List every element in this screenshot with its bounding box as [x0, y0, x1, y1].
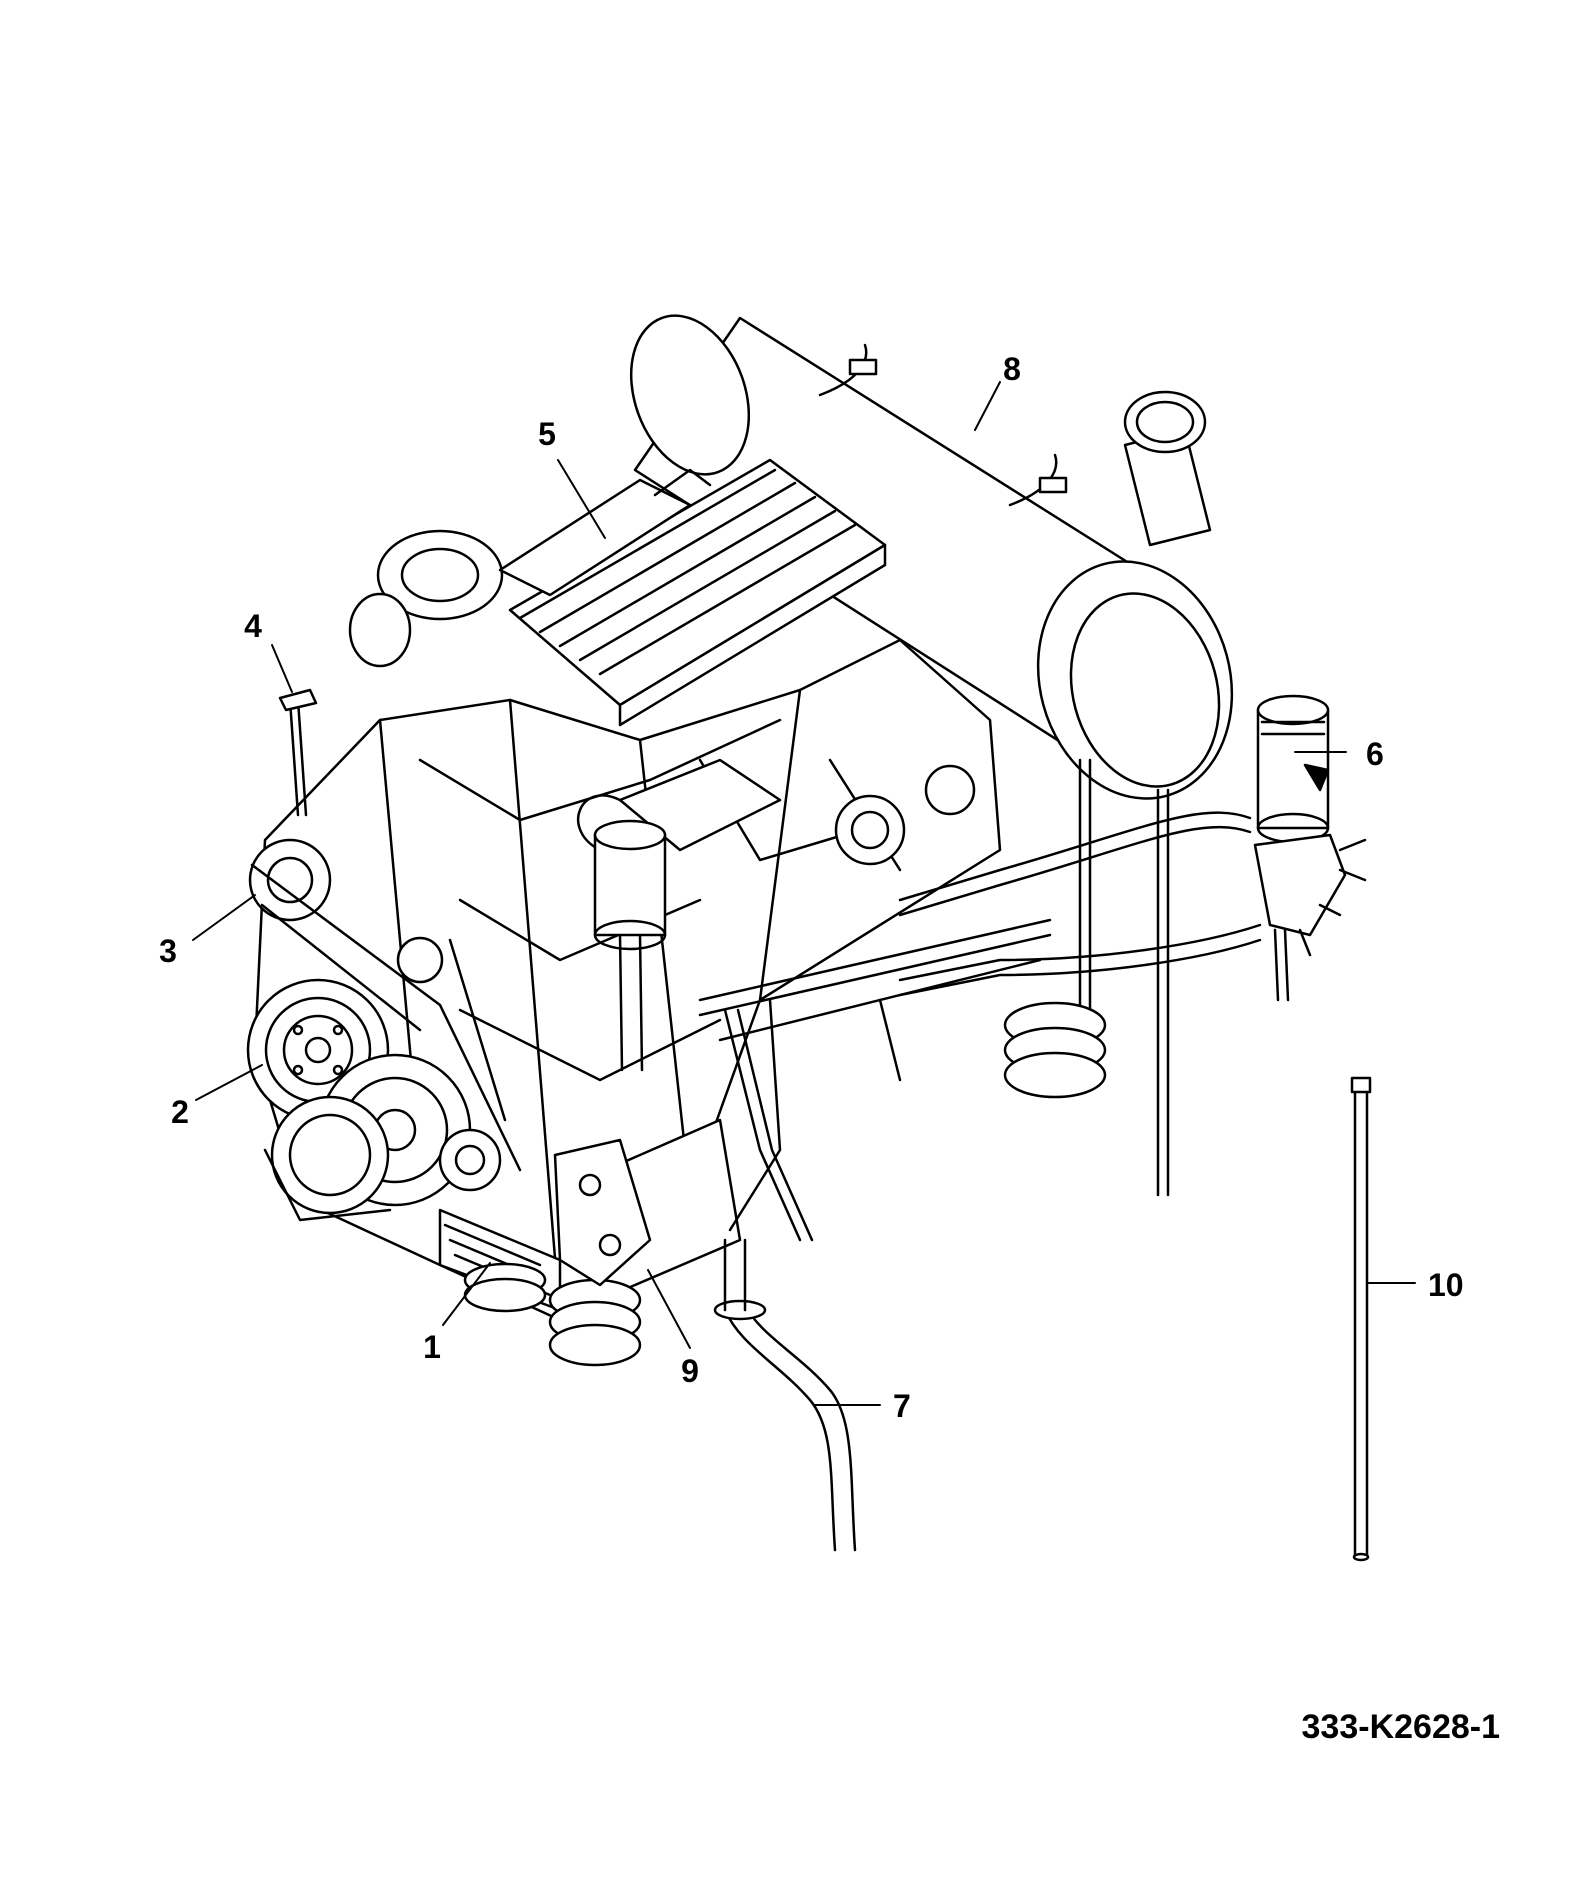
engine-mounts — [548, 1001, 1107, 1367]
callout-8: 8 — [1003, 351, 1021, 387]
remote-filter-assembly — [898, 694, 1367, 1002]
callout-4: 4 — [244, 608, 262, 644]
callout-3: 3 — [159, 933, 177, 969]
oil-dipstick — [278, 688, 318, 817]
exhaust-silencer — [629, 314, 1234, 1197]
callout-10: 10 — [1428, 1267, 1464, 1303]
leader-lines — [192, 381, 1416, 1406]
callout-2: 2 — [171, 1094, 189, 1130]
callout-9: 9 — [681, 1353, 699, 1389]
callout-1: 1 — [423, 1329, 441, 1365]
support-frame — [577, 794, 1052, 1242]
callout-labels: 1 2 3 4 5 6 7 8 9 10 — [159, 351, 1463, 1424]
oil-filter — [593, 819, 667, 1072]
pulley-and-belt-drive — [246, 838, 522, 1222]
callout-7: 7 — [893, 1388, 911, 1424]
intake-manifold — [348, 458, 887, 727]
breather-hose — [713, 1238, 857, 1552]
callout-6: 6 — [1366, 736, 1384, 772]
callout-5: 5 — [538, 416, 556, 452]
engine-bracket — [553, 1138, 652, 1287]
dipstick-tube — [1350, 1076, 1372, 1562]
drawing-reference-code: 333-K2628-1 — [1301, 1708, 1500, 1746]
